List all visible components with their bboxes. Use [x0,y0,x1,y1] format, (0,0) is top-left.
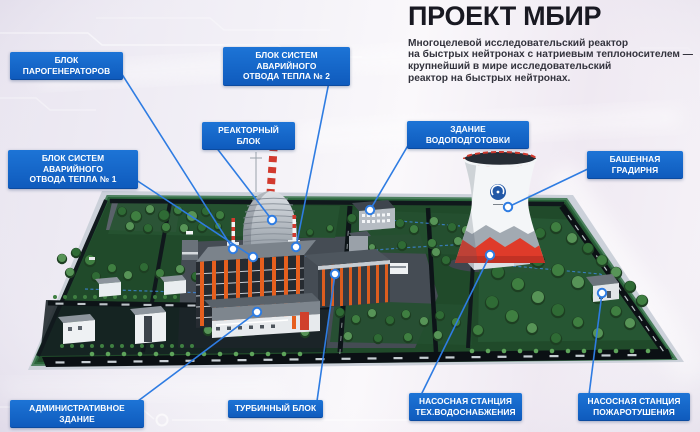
callout-label-reactor-block: РЕАКТОРНЫЙ БЛОК [202,122,295,150]
page-title: ПРОЕКТ МБИР [408,1,602,31]
small-buildings [58,231,193,344]
callout-line-pump-station-water [420,254,491,396]
small-building [130,306,166,344]
callout-line-emergency-heat-removal-2 [295,76,331,248]
callout-dot-emergency-heat-removal-2 [290,241,302,253]
callout-label-emergency-heat-removal-2: БЛОК СИСТЕМ АВАРИЙНОГО ОТВОДА ТЕПЛА № 2 [223,47,350,86]
admin-front-building [204,293,320,338]
callout-dot-emergency-heat-removal-1 [247,251,259,263]
callout-line-steam-generator-block [117,67,234,250]
callout-label-administrative-building: АДМИНИСТРАТИВНОЕ ЗДАНИЕ [10,400,144,428]
callout-line-water-treatment-building [369,136,414,211]
bush-rows [53,295,651,357]
callout-line-cooling-tower [507,166,593,208]
callout-dot-turbine-block [329,268,341,280]
description-line: Многоцелевой исследовательский реактор [408,37,629,49]
small-building [58,314,95,344]
callout-lines [117,67,603,402]
description-line: на быстрых нейтронах с натриевым теплоно… [408,49,693,61]
callout-dot-pump-station-water [484,249,496,261]
callout-label-pump-station-fire: НАСОСНАЯ СТАНЦИЯ ПОЖАРОТУШЕНИЯ [578,393,690,421]
callout-dot-reactor-block [266,214,278,226]
callout-dot-steam-generator-block [227,243,239,255]
callout-dot-administrative-building [251,306,263,318]
rosatom-logo-icon [490,184,506,205]
callout-label-water-treatment-building: ЗДАНИЕ ВОДОПОДГОТОВКИ [407,121,529,149]
callout-line-pump-station-fire [588,292,603,396]
callout-label-steam-generator-block: БЛОК ПАРОГЕНЕРАТОРОВ [10,52,123,80]
reactor-complex [182,144,390,338]
callout-line-reactor-block [208,137,273,221]
callout-dot-water-treatment-building [364,204,376,216]
callout-line-administrative-building [137,311,258,402]
callout-line-emergency-heat-removal-1 [129,175,254,258]
callout-label-cooling-tower: БАШЕННАЯ ГРАДИРНЯ [587,151,683,179]
callout-label-pump-station-water: НАСОСНАЯ СТАНЦИЯ ТЕХ.ВОДОСНАБЖЕНИЯ [409,393,522,421]
project-description: Многоцелевой исследовательский реактор н… [408,38,694,85]
callout-line-turbine-block [316,273,336,402]
callout-dot-pump-station-fire [596,287,608,299]
callout-dot-cooling-tower [502,201,514,213]
car [89,257,95,260]
car [186,231,193,235]
roads [36,198,672,367]
callout-label-emergency-heat-removal-1: БЛОК СИСТЕМ АВАРИЙНОГО ОТВОДА ТЕПЛА № 1 [8,150,138,189]
description-line: крупнейший в мире исследовательский [408,61,612,73]
small-building [160,275,186,295]
title-block: ПРОЕКТ МБИР Многоцелевой исследовательск… [408,1,694,85]
description-line: реактор на быстрых нейтронах. [408,73,571,85]
callout-dots [227,201,608,318]
small-building [95,277,121,297]
callout-label-turbine-block: ТУРБИННЫЙ БЛОК [228,400,323,418]
